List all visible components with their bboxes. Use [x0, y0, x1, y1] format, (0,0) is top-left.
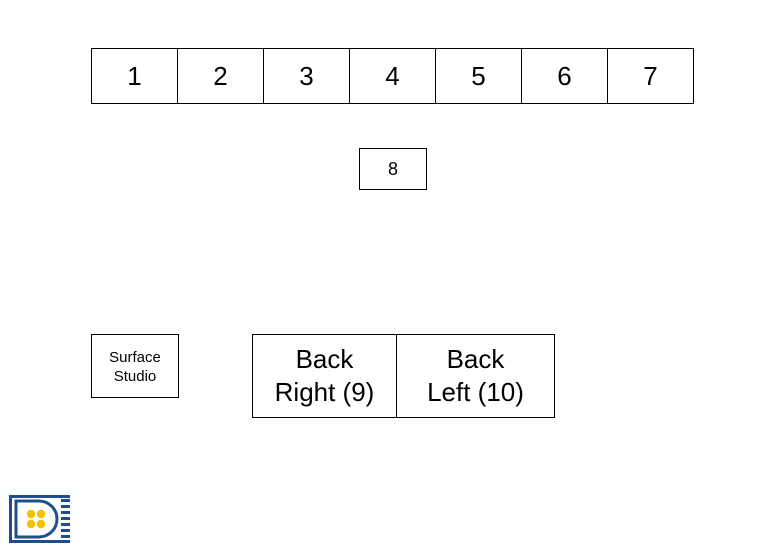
- station-2: 2: [177, 48, 264, 104]
- back-left-station: Back Left (10): [396, 334, 555, 418]
- station-8: 8: [359, 148, 427, 190]
- station-6: 6: [521, 48, 608, 104]
- station-3: 3: [263, 48, 350, 104]
- back-right-station: Back Right (9): [252, 334, 397, 418]
- station-row-top: 1 2 3 4 5 6 7: [91, 48, 695, 104]
- station-5: 5: [435, 48, 522, 104]
- station-1: 1: [91, 48, 178, 104]
- surface-studio-station: Surface Studio: [91, 334, 179, 398]
- company-logo-icon: [9, 495, 70, 543]
- back-stations-group: Back Right (9) Back Left (10): [252, 334, 555, 418]
- station-7: 7: [607, 48, 694, 104]
- station-4: 4: [349, 48, 436, 104]
